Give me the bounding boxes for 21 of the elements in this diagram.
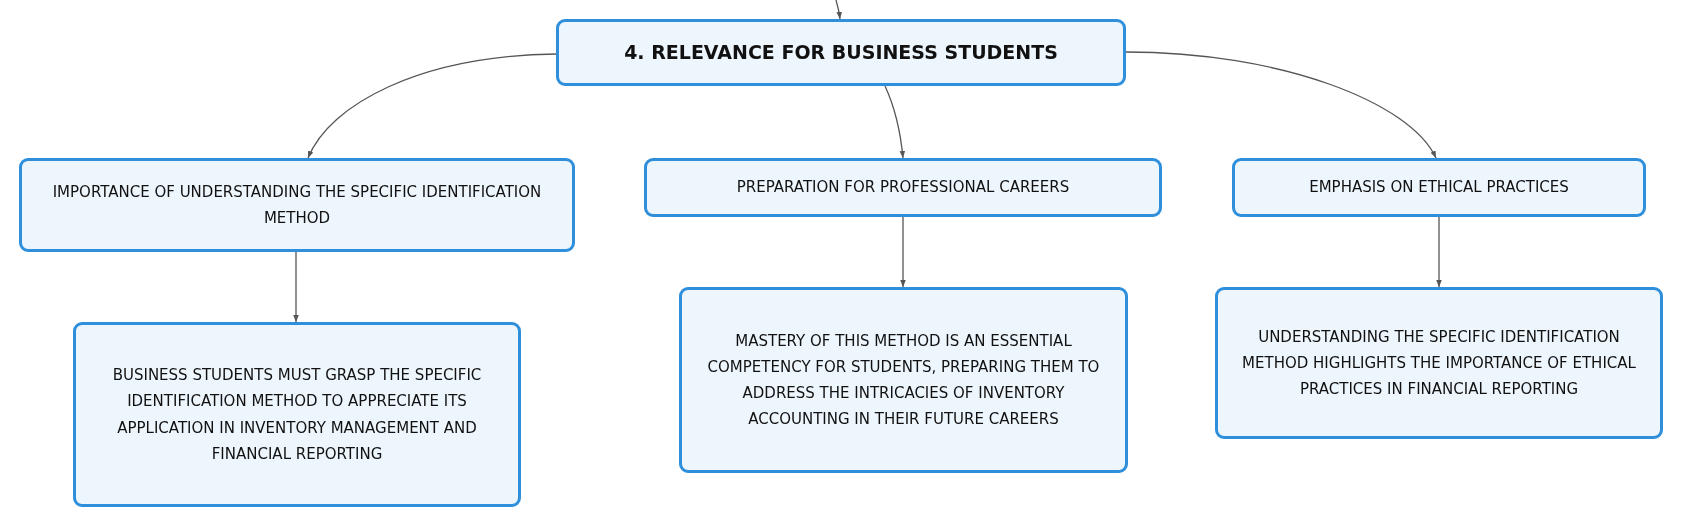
topic-title: 4. RELEVANCE FOR BUSINESS STUDENTS	[624, 39, 1058, 65]
connector-arrow	[900, 216, 906, 288]
subtopic-box	[1232, 158, 1646, 217]
subtopic-box	[73, 322, 521, 507]
connector-arrow	[1125, 51, 1437, 159]
connector-arrow	[1436, 216, 1442, 288]
topic-box	[556, 19, 1126, 86]
node-text: PREPARATION FOR PROFESSIONAL CAREERS	[736, 177, 1070, 199]
node-text: UNDERSTANDING THE SPECIFIC IDENTIFICATION METHOD HIGHLIGHTS THE IMPORTANCE OF ETHICAL PRACTICES IN FINANCIAL REPORTING	[1241, 326, 1637, 401]
node-text: IMPORTANCE OF UNDERSTANDING THE SPECIFIC IDENTIFICATION METHOD	[51, 181, 543, 229]
subtopic-box	[1215, 287, 1663, 439]
connector-arrow	[884, 85, 906, 159]
connector-arrow	[307, 53, 557, 159]
connector-arrow	[835, 0, 842, 20]
node-text: EMPHASIS ON ETHICAL PRACTICES	[1309, 177, 1569, 199]
connector-arrow	[293, 251, 299, 323]
node-text: MASTERY OF THIS METHOD IS AN ESSENTIAL COMPETENCY FOR STUDENTS, PREPARING THEM TO ADDRESS THE INTRICACIES OF INVENTORY ACCOUNTING IN THEIR FUTURE CAREERS	[706, 330, 1101, 431]
subtopic-box	[644, 158, 1162, 217]
node-text: BUSINESS STUDENTS MUST GRASP THE SPECIFIC IDENTIFICATION METHOD TO APPRECIATE ITS APPLICATION IN INVENTORY MANAGEMENT AND FINANCIAL REPORTING	[111, 365, 483, 465]
subtopic-box	[679, 287, 1128, 473]
subtopic-box	[19, 158, 575, 252]
